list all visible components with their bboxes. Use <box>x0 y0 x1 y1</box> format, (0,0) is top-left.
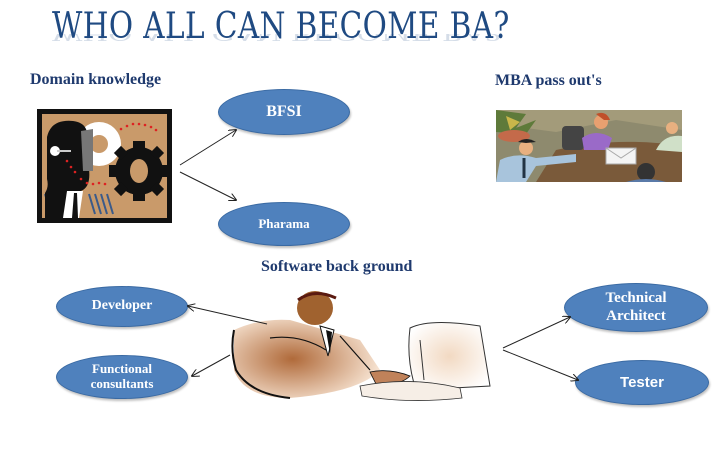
arrow-to-functional-consultants <box>192 354 231 376</box>
developer-node: Developer <box>56 286 188 327</box>
domain-knowledge-heading: Domain knowledge <box>30 71 162 88</box>
functional-consultants-label-line2: consultants <box>90 376 154 391</box>
functional-consultants-label-line1: Functional <box>92 361 152 377</box>
software-background-heading: Software back ground <box>261 258 413 275</box>
business-meeting-icon <box>496 110 682 182</box>
arrow-to-bfsi <box>179 130 236 166</box>
arrow-to-technical-architect <box>502 317 570 349</box>
pharama-label: Pharama <box>258 215 310 231</box>
technical-architect-label-line2: Architect <box>606 307 666 324</box>
slide-title: WHO ALL CAN BECOME BA? <box>52 6 510 47</box>
technical-architect-node: Technical Architect <box>564 283 708 332</box>
arrow-to-pharama <box>179 171 236 200</box>
gears-businessman-icon <box>37 109 172 223</box>
computer-user-icon <box>231 291 491 401</box>
tester-label: Tester <box>620 373 664 391</box>
developer-label: Developer <box>91 298 153 314</box>
technical-architect-label-line1: Technical <box>605 290 667 307</box>
tester-node: Tester <box>575 360 709 405</box>
functional-consultants-node: Functional consultants <box>56 355 188 399</box>
bfsi-node: BFSI <box>218 89 350 135</box>
mba-heading: MBA pass out's <box>495 72 602 89</box>
bfsi-label: BFSI <box>266 102 302 120</box>
pharama-node: Pharama <box>218 202 350 246</box>
arrow-to-tester <box>502 349 578 380</box>
arrow-to-developer <box>188 306 268 325</box>
